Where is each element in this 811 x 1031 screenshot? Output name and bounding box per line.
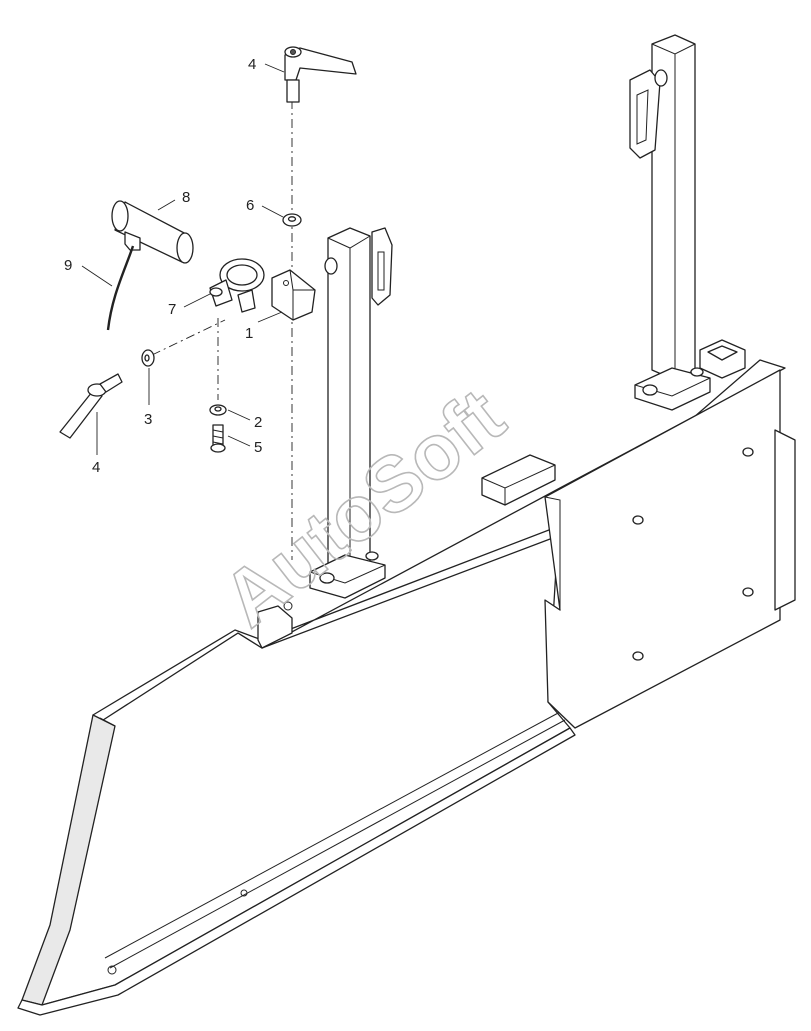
right-upright-post [629, 34, 711, 411]
callout-1: 1 [245, 325, 253, 342]
cylinder-light [111, 200, 194, 264]
callout-4-left: 4 [92, 459, 100, 476]
callout-9: 9 [64, 257, 72, 274]
washer-small [141, 349, 155, 367]
main-frame-beam [17, 359, 786, 1016]
screw [210, 424, 226, 453]
callout-7: 7 [168, 301, 176, 318]
leader-lines [81, 63, 285, 455]
callout-3: 3 [144, 411, 152, 428]
callout-2: 2 [254, 414, 262, 431]
washer-bottom [209, 404, 227, 416]
cable [106, 245, 135, 331]
right-side-panel [481, 339, 796, 729]
mounting-bracket [271, 269, 316, 321]
washer-top [282, 213, 302, 227]
callout-6: 6 [246, 197, 254, 214]
assembly-center-line-2 [151, 319, 226, 356]
callout-8: 8 [182, 189, 190, 206]
pipe-clamp [209, 258, 265, 313]
left-upright-post [309, 227, 393, 599]
callout-5: 5 [254, 439, 262, 456]
callout-4-top: 4 [248, 56, 256, 73]
clamping-lever-top [284, 46, 357, 103]
clamping-lever-left [59, 373, 123, 439]
panel-bolts [632, 447, 754, 661]
